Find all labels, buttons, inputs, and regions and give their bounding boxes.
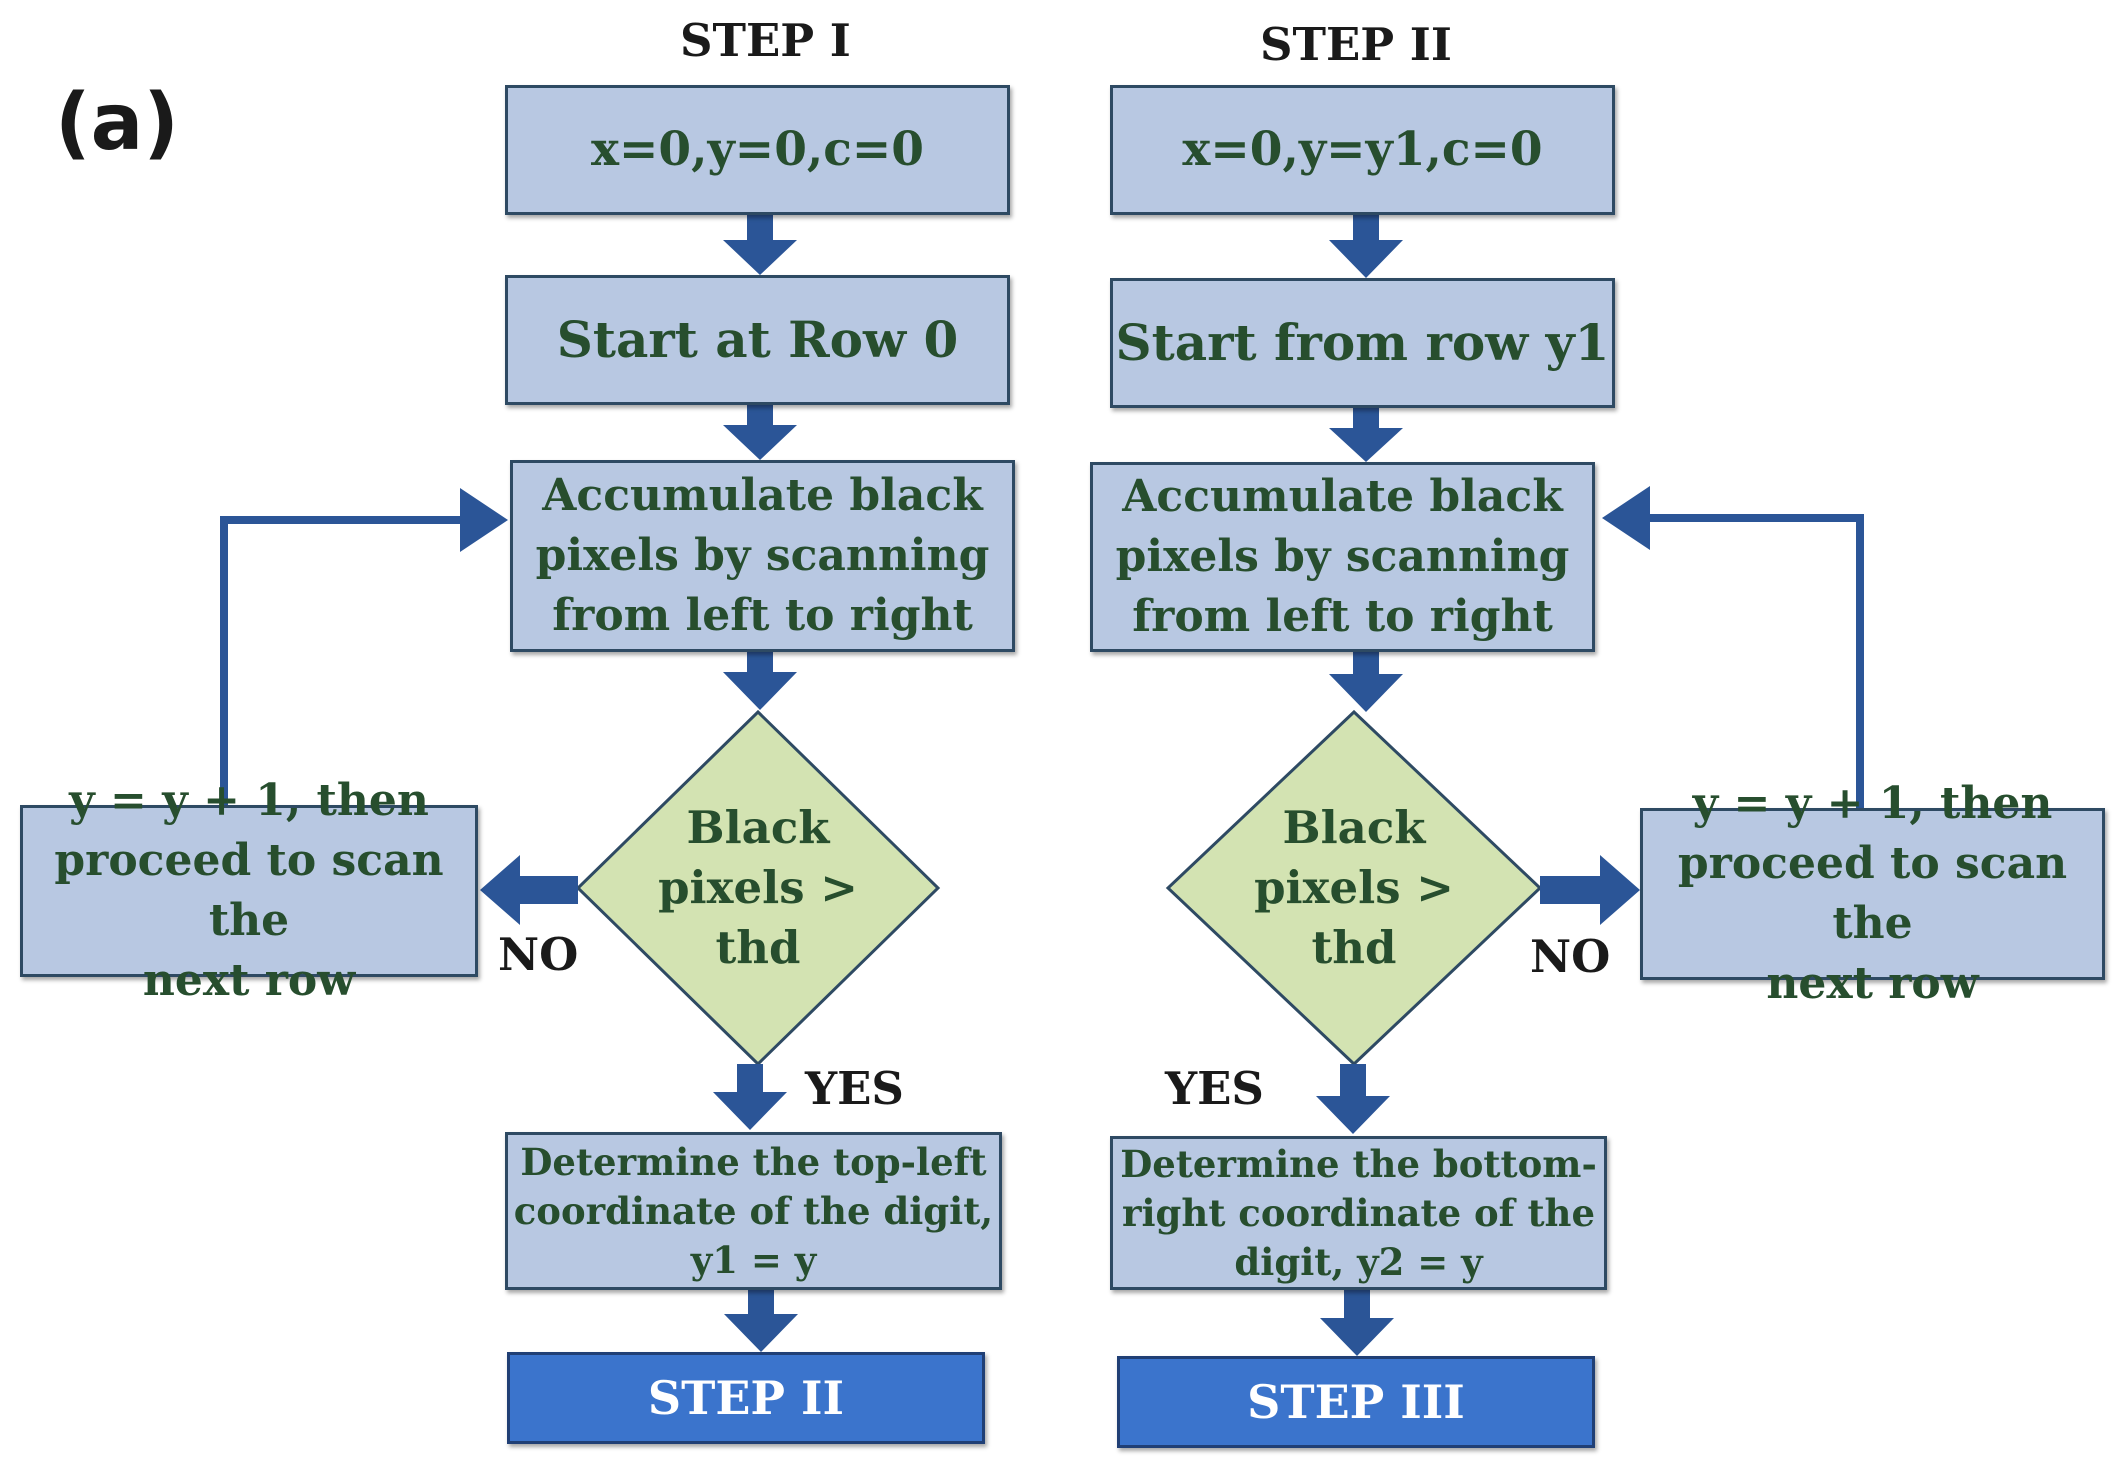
step1-start-box: Start at Row 0 — [505, 275, 1010, 405]
step2-next-label: STEP III — [1247, 1375, 1465, 1429]
step2-no-label: NO — [1530, 930, 1611, 983]
step1-init-text: x=0,y=0,c=0 — [591, 122, 924, 177]
step1-determine-box: Determine the top-left coordinate of the… — [505, 1132, 1002, 1290]
step2-determine-box: Determine the bottom- right coordinate o… — [1110, 1136, 1607, 1290]
arrow-step1-init-to-start — [723, 214, 797, 275]
step1-increment-box: y = y + 1, then proceed to scan the next… — [20, 775, 478, 1006]
step2-next-button: STEP III — [1117, 1356, 1595, 1448]
step2-title: STEP II — [1260, 18, 1452, 71]
arrow-step2-accumulate-to-decision — [1329, 652, 1403, 712]
arrow-step1-start-to-accumulate — [723, 403, 797, 460]
arrow-step2-init-to-start — [1329, 214, 1403, 278]
step1-increment-text: y = y + 1, then proceed to scan the next… — [54, 775, 444, 1006]
arrow-step1-no-to-increment — [480, 855, 578, 925]
arrow-step1-accumulate-to-decision — [723, 652, 797, 710]
step2-increment-text: y = y + 1, then proceed to scan the next… — [1677, 778, 2068, 1009]
step1-next-button: STEP II — [507, 1352, 985, 1444]
panel-label: (a) — [55, 78, 179, 168]
step1-yes-label: YES — [805, 1062, 904, 1115]
step1-decision-text: Black pixels > thd — [658, 801, 858, 974]
step1-determine-text: Determine the top-left coordinate of the… — [513, 1139, 994, 1282]
arrow-step1-decision-to-determine — [713, 1064, 787, 1130]
step1-no-label: NO — [498, 928, 579, 981]
step1-accumulate-text: Accumulate black pixels by scanning from… — [535, 470, 990, 641]
step1-init-box: x=0,y=0,c=0 — [505, 85, 1010, 215]
step2-yes-label: YES — [1165, 1062, 1264, 1115]
step1-next-label: STEP II — [647, 1371, 845, 1425]
loop-back-step1 — [220, 488, 508, 805]
step1-title: STEP I — [680, 14, 851, 67]
step2-init-text: x=0,y=y1,c=0 — [1182, 122, 1543, 177]
arrow-step2-no-to-increment — [1540, 855, 1640, 925]
arrow-step1-determine-to-next — [724, 1290, 798, 1352]
loop-back-step2 — [1602, 486, 1864, 808]
arrow-step2-determine-to-next — [1320, 1290, 1394, 1356]
step2-start-text: Start from row y1 — [1115, 313, 1610, 372]
step1-accumulate-box: Accumulate black pixels by scanning from… — [510, 460, 1015, 652]
step2-init-box: x=0,y=y1,c=0 — [1110, 85, 1615, 215]
step2-determine-text: Determine the bottom- right coordinate o… — [1120, 1141, 1597, 1284]
arrow-step2-start-to-accumulate — [1329, 407, 1403, 462]
step2-start-box: Start from row y1 — [1110, 278, 1615, 408]
step2-increment-box: y = y + 1, then proceed to scan the next… — [1640, 778, 2105, 1009]
step2-accumulate-box: Accumulate black pixels by scanning from… — [1090, 462, 1595, 652]
step1-start-text: Start at Row 0 — [556, 310, 959, 369]
arrow-step2-decision-to-determine — [1316, 1064, 1390, 1134]
step2-decision-text: Black pixels > thd — [1254, 801, 1454, 974]
step2-accumulate-text: Accumulate black pixels by scanning from… — [1115, 471, 1570, 642]
